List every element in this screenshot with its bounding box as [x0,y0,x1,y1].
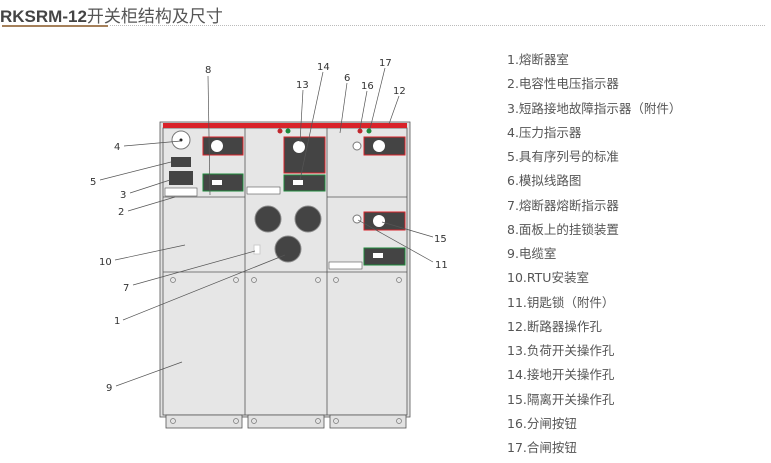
legend-item: 5.具有序列号的标准 [507,149,619,164]
callout-13: 13 [296,80,309,91]
legend-item: 7.熔断器熔断指示器 [507,197,619,213]
legend-item: 14.接地开关操作孔 [507,367,615,383]
callout-6: 6 [344,73,350,84]
callout-12: 12 [393,86,406,97]
fault-indicator [169,171,193,185]
close-button[interactable] [285,128,291,134]
legend-item: 13.负荷开关操作孔 [507,343,615,358]
callout-2: 2 [118,207,124,218]
model-name: RKSRM-12 [0,7,87,26]
terminal-strip [246,186,281,195]
page-title: RKSRM-12开关柜结构及尺寸 [0,2,223,27]
base-foot [329,414,407,429]
legend-item: 1.熔断器室 [507,52,569,67]
callout-5: 5 [90,177,96,188]
open-button[interactable] [357,128,363,134]
terminal-strip [328,261,363,270]
component-legend: 1.熔断器室 2.电容性电压指示器 3.短路接地故障指示器（附件） 4.压力指示器 5.… [507,51,681,463]
earthing-switch-hole[interactable] [293,180,303,185]
callout-15: 15 [434,234,447,245]
callout-7: 7 [123,283,129,294]
base-foot [165,414,243,429]
callout-3: 3 [120,190,126,201]
earthing-switch-panel [283,174,326,192]
open-button[interactable] [277,128,283,134]
close-button[interactable] [366,128,372,134]
callout-8: 8 [205,65,211,76]
earthing-panel [363,247,406,266]
callout-4: 4 [114,142,120,153]
legend-item: 17.合闸按钮 [507,440,577,455]
legend-item: 11.钥匙锁（附件） [507,294,615,310]
load-switch-hole[interactable] [293,141,305,153]
legend-item: 6.模拟线路图 [507,173,582,189]
callout-1: 1 [114,316,120,327]
callout-17: 17 [379,58,392,69]
callout-10: 10 [99,257,112,268]
fuse-cap [254,205,282,233]
legend-item: 9.电缆室 [507,246,557,261]
legend-item: 2.电容性电压指示器 [507,76,619,92]
title-text: 开关柜结构及尺寸 [86,7,223,27]
callout-11: 11 [435,260,448,271]
top-red-bar [163,123,407,128]
serial-plate [171,157,191,167]
fuse-cap [274,235,302,263]
key-lock[interactable] [352,214,362,224]
legend-item: 10.RTU安装室 [507,270,589,286]
earthing-panel [202,173,244,192]
legend-item: 12.断路器操作孔 [507,318,602,334]
voltage-indicator [164,187,198,197]
legend-item: 15.隔离开关操作孔 [507,391,615,407]
legend-item: 8.面板上的挂锁装置 [507,221,619,237]
breaker-hole[interactable] [373,140,385,152]
callout-16: 16 [361,81,374,92]
callout-9: 9 [106,383,112,394]
legend-item: 4.压力指示器 [507,124,582,140]
base-foot [247,414,325,429]
switch-operating-panel [283,136,326,174]
fuse-cap [294,205,322,233]
callout-14: 14 [317,62,330,73]
legend-item: 16.分闸按钮 [507,415,577,431]
disconnector-hole[interactable] [373,215,385,227]
title-divider [110,25,765,26]
title-underline [2,25,108,27]
legend-item: 3.短路接地故障指示器（附件） [507,100,682,116]
fuse-blown-indicator [253,244,261,255]
